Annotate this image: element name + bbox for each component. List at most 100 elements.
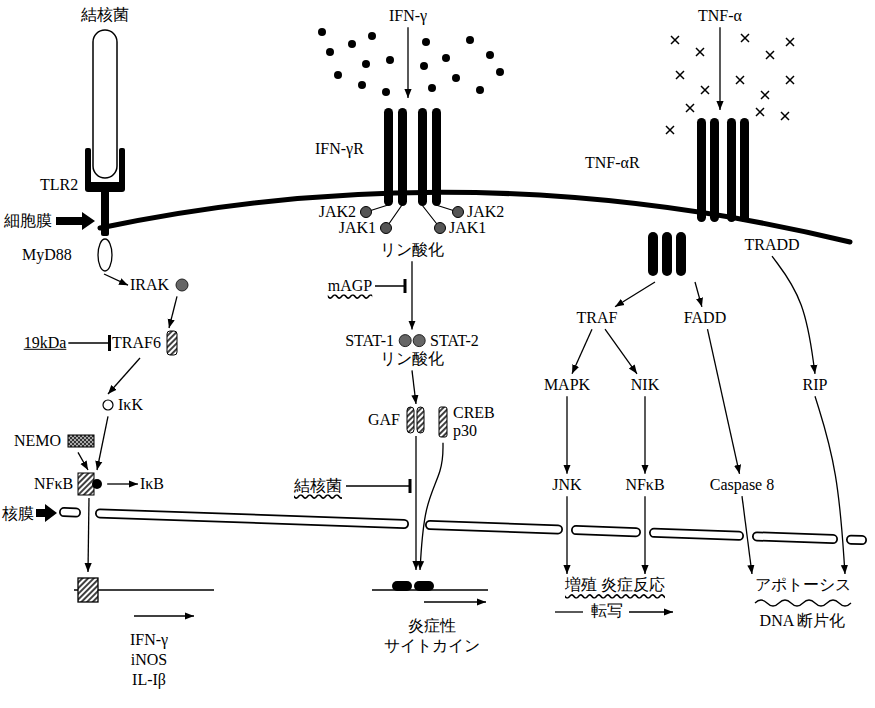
kinase-label: JNK [552, 476, 581, 494]
inhibition-bar [346, 279, 410, 493]
membrane-label: 核膜 [2, 505, 34, 523]
node-text: IRAK [130, 276, 169, 294]
gene-dna [414, 581, 434, 591]
cell-response: 増殖 炎症反応転写 [535, 576, 695, 621]
stat-dots [399, 335, 411, 347]
signal-arrow [615, 282, 655, 307]
node-text: 転写 [591, 602, 623, 620]
nfkb-complex [92, 479, 102, 489]
ifn-gamma-molecules [358, 81, 366, 89]
adapter-label: TRADD [744, 236, 799, 254]
signal-arrow [572, 329, 592, 374]
kinase-label: JAK2 [467, 203, 504, 221]
kinase-circle [103, 400, 113, 410]
signal-arrow [104, 274, 128, 285]
signal-arrow [605, 329, 637, 374]
node-text: STAT-1 [345, 332, 394, 350]
gene-dna [362, 572, 502, 616]
signal-arrow [695, 282, 702, 307]
membrane-pointer [56, 212, 95, 230]
cell-membrane [100, 192, 850, 242]
node-text: NEMO [14, 432, 61, 450]
signal-arrow [644, 496, 645, 574]
node-text: リン酸化 [380, 241, 444, 259]
signal-arrow [420, 443, 443, 570]
ifn-gamma-molecules [382, 88, 390, 96]
node-text: FADD [684, 309, 726, 327]
tnf-alpha-receptor [740, 118, 749, 222]
cytokine-label: TNF-α [698, 7, 742, 25]
signal-arrow [719, 27, 720, 110]
node-text: IFN-γ [74, 630, 224, 650]
gene-dna [424, 601, 486, 602]
signal-arrow [772, 256, 815, 374]
cell-response: アポトーシスDNA 断片化 [745, 576, 860, 631]
ifn-gamma-molecules [466, 36, 474, 44]
ifn-gamma-molecules [496, 68, 504, 76]
tnf-alpha-receptor [710, 118, 719, 222]
protein-bar [167, 331, 177, 355]
modulator-node: NEMO [14, 432, 95, 450]
nuclear-membrane [64, 512, 862, 540]
gene-dna [392, 581, 412, 591]
signal-arrow [97, 416, 108, 470]
gaf-dimer [417, 407, 424, 433]
cytokine-label: IFN-γ [389, 7, 427, 25]
ifn-gamma-molecules [422, 38, 430, 46]
jak-kinase [361, 207, 372, 218]
nuclear-membrane [64, 512, 862, 540]
ifn-gamma-receptor [398, 108, 407, 206]
kinase-node: IκK [102, 396, 143, 414]
mycobacterium-rod [93, 30, 117, 178]
kinase-label: JAK1 [449, 219, 486, 237]
signal-arrow [566, 496, 567, 574]
transcription-line [555, 611, 583, 612]
node-text: IFN-γ [389, 7, 427, 25]
inhibitor-label: 19kDa [24, 334, 67, 352]
tnf-alpha-receptor [676, 232, 686, 276]
ifn-gamma-receptor [432, 108, 441, 206]
ifn-gamma-molecules [386, 56, 394, 64]
transcription-factor: CREB p30 [438, 404, 499, 441]
gene-output: 炎症性 サイトカイン [362, 572, 502, 656]
jak-kinase [381, 223, 392, 234]
pathogen-label: 結核菌 [294, 477, 342, 495]
ifn-gamma-molecules [368, 32, 376, 40]
pathogen-label: 結核菌 [81, 6, 129, 24]
jak-kinase [453, 207, 464, 218]
signal-arrow [78, 452, 88, 470]
node-text: 増殖 炎症反応 [535, 576, 695, 594]
receptor-box: TNF-αR [585, 112, 735, 280]
gaf-dimer [407, 407, 414, 433]
node-text: IL-Iβ [74, 670, 224, 690]
adapter-node: TRAF6 [112, 330, 178, 356]
inhibition-line [68, 342, 110, 343]
phosphorylation-label: リン酸化 [380, 241, 444, 259]
stat-node: STAT-1STAT-2リン酸化 [345, 332, 479, 369]
ifn-gamma-molecules [476, 86, 484, 94]
ifn-gamma-molecules [452, 74, 460, 82]
ifn-gamma-molecules [334, 71, 342, 79]
node-text: JNK [552, 476, 581, 494]
signal-arrow [411, 261, 412, 329]
nucleus-pointer [36, 504, 57, 522]
signal-arrow [742, 496, 752, 574]
inhibitor-label: mAGP [328, 277, 372, 295]
kinase-label: NIK [631, 376, 659, 394]
ifn-gamma-molecules [318, 28, 326, 36]
jak-kinase [435, 223, 446, 234]
signal-arrow [644, 396, 645, 474]
node-text: MyD88 [22, 246, 72, 264]
receptor-label: TLR2 [40, 176, 78, 194]
kinase-label: RIP [803, 376, 828, 394]
fragmentation-wave [753, 597, 853, 609]
node-text: TRAF6 [112, 334, 161, 352]
tnf-alpha-receptor [648, 118, 749, 276]
node-text: iNOS [74, 650, 224, 670]
ifn-gamma-molecules [362, 60, 370, 68]
node-text: DNA 断片化 [745, 612, 860, 630]
node-text: IκB [140, 475, 164, 493]
inhibition-bar [409, 479, 412, 493]
inhibition-bar [375, 285, 404, 287]
